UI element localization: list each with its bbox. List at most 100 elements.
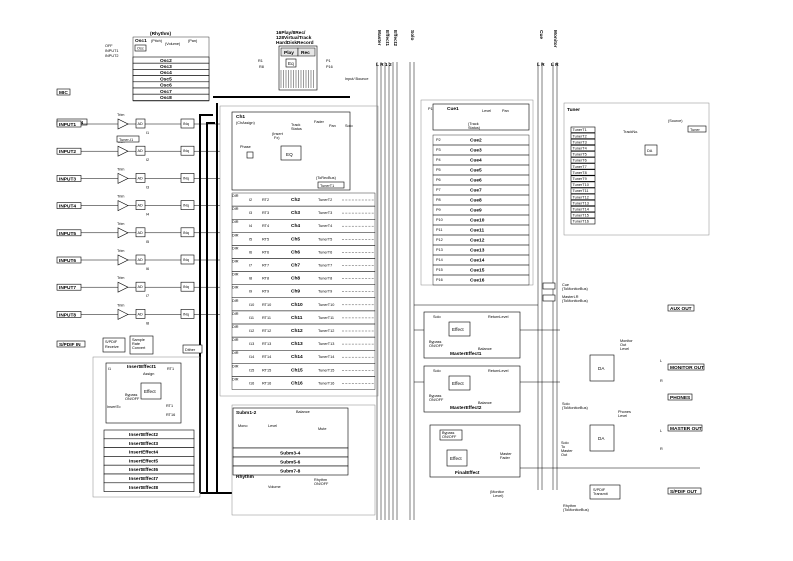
bus-header: Effect1 <box>384 30 390 46</box>
osc1-label: Osc1 <box>135 38 147 44</box>
svg-text:(ToMonitorBus): (ToMonitorBus) <box>562 299 588 303</box>
ad-box <box>135 145 146 156</box>
svg-text:(ToMonitorBus): (ToMonitorBus) <box>563 508 589 512</box>
trim-amp <box>117 200 129 212</box>
tuner-row <box>570 199 596 206</box>
ad-box <box>135 309 146 319</box>
svg-text:RT16: RT16 <box>166 413 175 417</box>
osc-label: Osc2 <box>160 58 172 64</box>
svg-text:P1: P1 <box>428 107 433 111</box>
tuner-row <box>570 181 596 188</box>
tuner-label: TunerT3 <box>573 140 587 144</box>
tuner-row <box>570 126 596 133</box>
cue-label: Cue6 <box>470 178 482 184</box>
aux-out-label: AUX OUT <box>670 306 692 312</box>
phones-label: PHONES <box>670 395 691 401</box>
ad-label: AD <box>138 312 144 316</box>
svg-text:Effect: Effect <box>144 389 156 394</box>
svg-text:(Source): (Source) <box>668 119 683 123</box>
input-channel-label: I2 <box>146 158 149 162</box>
svg-text:Mute: Mute <box>318 427 326 431</box>
svg-text:INPUT1: INPUT1 <box>105 49 119 53</box>
svg-text:R8: R8 <box>259 65 264 69</box>
osc-row <box>132 93 210 101</box>
svg-text:Effect: Effect <box>452 327 464 332</box>
trim-label: Trim <box>117 113 124 117</box>
tuner-label: TunerT16 <box>573 220 589 224</box>
channel-rt-label: RT15 <box>262 368 271 372</box>
trim-amp <box>117 145 129 157</box>
channel-label: Ch6 <box>291 249 300 255</box>
channel-tuner-label: TunerT14 <box>318 355 334 359</box>
tuner-label: TunerT11 <box>573 189 589 193</box>
tuner-row <box>570 193 596 200</box>
tuner-row <box>570 206 596 213</box>
svg-text:INPUT2: INPUT2 <box>105 54 119 58</box>
svg-text:Phase: Phase <box>240 145 251 149</box>
tuner-label: TunerT9 <box>573 177 587 181</box>
dir-label: DIR <box>232 325 239 329</box>
input-label: INPUT8 <box>59 312 76 318</box>
tuner-row <box>570 157 596 164</box>
cue-p-label: P5 <box>436 168 441 172</box>
bus-header: Master <box>376 30 382 46</box>
monitor-da-box <box>589 354 615 382</box>
trim-amp <box>117 308 129 320</box>
osc-label: Osc7 <box>160 89 172 95</box>
final-section: Bypass ON/OFF Effect FinalEffect Master … <box>429 402 621 512</box>
svg-text:Effect: Effect <box>450 456 462 461</box>
tuner-section: Tuner TrackNo. (Source) DA Tuner TunerT1… <box>563 102 710 236</box>
bus-letters-monitor: L R <box>551 62 559 68</box>
svg-text:Balance: Balance <box>478 347 492 351</box>
input-label: INPUT4 <box>59 204 76 210</box>
svg-text:Master: Master <box>561 449 573 453</box>
svg-text:Balance: Balance <box>296 410 310 414</box>
channel-input-label: I5 <box>249 237 252 241</box>
cue1-label: Cue1 <box>447 106 459 112</box>
rhythm-oscillator-block: (Rhythm) Osc1 (Pitch) (Volume) (Pan) Osc… <box>132 31 210 102</box>
dir-label: DIR <box>232 207 239 211</box>
cue-label: Cue4 <box>470 158 482 164</box>
insert-effect-label: InsertEffect7 <box>129 476 158 482</box>
svg-text:ON/OFF: ON/OFF <box>125 397 140 401</box>
recorder-stripes <box>280 70 314 88</box>
dir-label: DIR <box>232 351 239 355</box>
cue-label: Cue7 <box>470 188 482 194</box>
svg-text:S/PDIF: S/PDIF <box>593 488 606 492</box>
inq-box <box>180 200 195 210</box>
channel-input-label: I16 <box>249 381 254 385</box>
ad-box <box>135 118 146 129</box>
svg-text:Tuner-I1: Tuner-I1 <box>119 138 133 142</box>
ad-label: AD <box>138 258 144 262</box>
trim-amp <box>117 254 129 266</box>
insert-effect1-box <box>105 362 182 424</box>
recorder-block: 16Play/8Rec/ 128VirtualTrack HardDiskRec… <box>258 30 368 91</box>
svg-text:Transmit: Transmit <box>593 492 609 496</box>
svg-text:Bypass: Bypass <box>429 394 442 398</box>
dir-label: DIR <box>232 364 239 368</box>
inq-label: INq <box>183 285 189 289</box>
cue-label: Cue9 <box>470 208 482 214</box>
tuner-label: TunerT6 <box>573 159 587 163</box>
channel-rt-label: RT3 <box>262 211 269 215</box>
ad-label: AD <box>138 204 144 208</box>
svg-text:(Monitor: (Monitor <box>490 490 505 494</box>
channel-label: Ch2 <box>291 197 300 203</box>
svg-text:Level: Level <box>268 424 277 428</box>
svg-text:Level: Level <box>482 109 491 113</box>
cue-p-label: P7 <box>436 188 441 192</box>
submix12-label: Subm1-2 <box>236 410 257 416</box>
tuner-row <box>570 145 596 152</box>
ad-box <box>135 281 146 292</box>
svg-text:MasterLR: MasterLR <box>562 295 579 299</box>
tuner-row <box>570 151 596 158</box>
svg-text:R: R <box>660 447 663 451</box>
spdif-in-label: S/PDIF IN <box>59 342 81 348</box>
input-label: INPUT2 <box>59 149 76 155</box>
input-channel-label: I4 <box>146 213 149 217</box>
cue-label: Cue10 <box>470 218 485 224</box>
submix-label: Subm5-6 <box>280 460 301 466</box>
svg-text:Solo: Solo <box>433 369 441 373</box>
channel-label: Ch3 <box>291 210 300 216</box>
